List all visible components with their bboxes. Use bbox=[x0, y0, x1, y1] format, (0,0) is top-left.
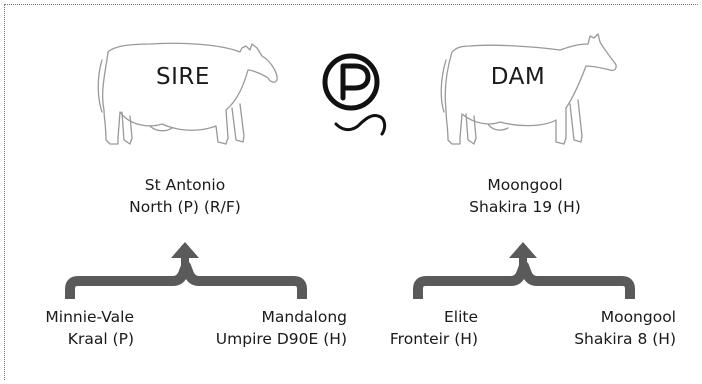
sire-name-line1: St Antonio bbox=[144, 176, 226, 194]
sire-dam-name: Mandalong Umpire D90E (H) bbox=[216, 306, 347, 350]
dam-cow-icon bbox=[440, 33, 617, 145]
sire-name-line2: North (P) (R/F) bbox=[129, 198, 241, 216]
sire-dam-line2: Umpire D90E (H) bbox=[215, 330, 347, 348]
polled-logo-icon bbox=[322, 53, 387, 136]
dam-dam-line2: Shakira 8 (H) bbox=[574, 330, 676, 348]
dam-sire-name: Elite Fronteir (H) bbox=[390, 306, 478, 350]
sire-name: St Antonio North (P) (R/F) bbox=[129, 174, 241, 218]
dam-name: Moongool Shakira 19 (H) bbox=[469, 174, 581, 218]
sire-sire-line1: Minnie-Vale bbox=[45, 308, 134, 326]
dam-sire-line2: Fronteir (H) bbox=[389, 330, 478, 348]
dam-name-line2: Shakira 19 (H) bbox=[469, 198, 581, 216]
dam-arrow-head bbox=[509, 242, 537, 258]
dam-dam-line1: Moongool bbox=[600, 308, 676, 326]
sire-sire-line2: Kraal (P) bbox=[67, 330, 134, 348]
dam-label: DAM bbox=[490, 64, 546, 90]
sire-bull-icon bbox=[97, 42, 278, 145]
dam-sire-line1: Elite bbox=[443, 308, 478, 326]
sire-dam-line1: Mandalong bbox=[261, 308, 348, 326]
dam-dam-name: Moongool Shakira 8 (H) bbox=[574, 306, 676, 350]
sire-arrow-head bbox=[171, 242, 199, 258]
sire-label: SIRE bbox=[156, 64, 210, 90]
diagram-frame bbox=[4, 4, 698, 380]
dam-name-line1: Moongool bbox=[487, 176, 563, 194]
sire-sire-name: Minnie-Vale Kraal (P) bbox=[45, 306, 134, 350]
